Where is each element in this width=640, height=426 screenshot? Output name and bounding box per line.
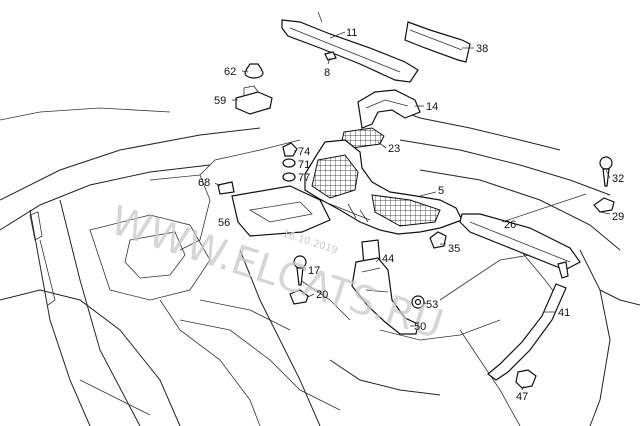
callout-50: 50 xyxy=(414,321,426,333)
callout-labels: 11 38 8 62 59 14 74 71 77 23 68 5 32 56 … xyxy=(198,27,624,403)
callout-53: 53 xyxy=(426,299,438,311)
part-74-71-77-fasteners xyxy=(282,142,298,182)
leader-lines xyxy=(214,31,611,391)
callout-20: 20 xyxy=(316,289,328,301)
callout-56: 56 xyxy=(218,217,230,229)
part-38-rail xyxy=(404,21,471,63)
part-5-cowl-panel xyxy=(304,139,463,235)
callout-74: 74 xyxy=(298,146,310,158)
callout-44: 44 xyxy=(382,253,394,265)
callout-38: 38 xyxy=(476,43,488,55)
callout-35: 35 xyxy=(448,243,460,255)
part-47-clamp xyxy=(515,369,537,389)
part-8-clip xyxy=(324,51,337,61)
part-62-nut xyxy=(244,63,264,79)
callout-29: 29 xyxy=(612,211,624,223)
callout-68: 68 xyxy=(198,177,210,189)
callout-17: 17 xyxy=(308,265,320,277)
part-53-grommet xyxy=(411,295,425,309)
callout-32: 32 xyxy=(612,173,624,185)
callout-62: 62 xyxy=(224,66,236,78)
part-14-cover xyxy=(357,89,421,129)
part-11-trim-strip xyxy=(281,11,419,83)
part-59-bracket xyxy=(235,85,273,115)
callout-59: 59 xyxy=(214,95,226,107)
part-32-screw xyxy=(599,156,613,187)
part-56-tray xyxy=(231,185,331,237)
callout-41: 41 xyxy=(558,307,570,319)
part-26-strip xyxy=(459,213,581,279)
part-20-clip xyxy=(289,289,309,305)
callout-77: 77 xyxy=(298,172,310,184)
part-50-duct xyxy=(351,257,419,335)
callout-8: 8 xyxy=(324,67,330,79)
car-body-outline xyxy=(0,99,640,426)
callout-5: 5 xyxy=(438,185,444,197)
part-35-clip xyxy=(429,231,447,249)
part-41-hose xyxy=(487,283,567,381)
callout-71: 71 xyxy=(298,159,310,171)
part-68-clip xyxy=(217,181,235,195)
part-17-screw xyxy=(293,255,307,286)
callout-47: 47 xyxy=(516,391,528,403)
callout-26: 26 xyxy=(504,219,516,231)
callout-14: 14 xyxy=(426,101,438,113)
callout-23: 23 xyxy=(388,143,400,155)
callout-11: 11 xyxy=(346,27,357,39)
part-29-clip xyxy=(593,197,615,213)
